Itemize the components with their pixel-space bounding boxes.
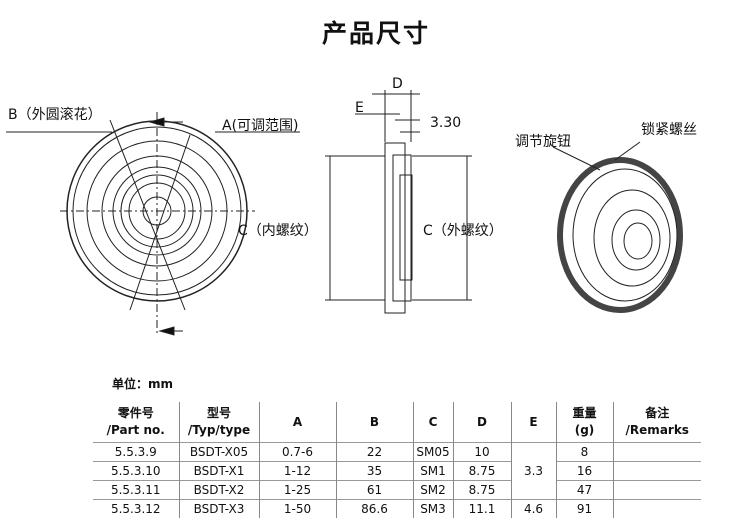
table-cell: 86.6 (335, 499, 413, 518)
table-cell: 8.75 (452, 461, 511, 481)
table-cell (612, 499, 701, 518)
label-b: B（外圆滚花） (8, 107, 102, 123)
header-type: 型号/Typ/type (178, 402, 259, 443)
label-c-inner: C（内螺纹） (238, 223, 318, 239)
table-cell: /Part no. (106, 423, 165, 437)
label-a: A(可调范围) (222, 118, 299, 134)
table-cell: /Typ/type (187, 423, 251, 437)
table-cell: 61 (335, 480, 413, 500)
label-thickness: 3.30 (430, 115, 462, 131)
table-cell: 1-25 (258, 480, 336, 500)
table-cell (612, 442, 701, 462)
dimension-drawing (6, 90, 683, 336)
table-cell: (g) (574, 423, 595, 437)
table-cell: BSDT-X1 (178, 461, 259, 481)
table-cell: 5.5.3.10 (93, 461, 179, 481)
header-a: A (258, 402, 336, 443)
table-cell: 重量 (572, 406, 597, 420)
table-cell: SM1 (412, 461, 453, 481)
table-cell: 备注 (645, 406, 670, 420)
table-cell: 22 (335, 442, 413, 462)
table-cell: BSDT-X05 (178, 442, 259, 462)
perspective-view (552, 141, 683, 313)
table-cell: 35 (335, 461, 413, 481)
table-cell: 1-12 (258, 461, 336, 481)
table-cell: 91 (555, 499, 613, 518)
header-c: C (412, 402, 453, 443)
table-cell: 1-50 (258, 499, 336, 518)
table-cell: SM05 (412, 442, 453, 462)
spec-table: 零件号/Part no. 型号/Typ/type A B C D E 重量 (g)… (93, 402, 701, 518)
label-e: E (355, 100, 364, 116)
table-cell: 11.1 (452, 499, 511, 518)
header-remarks: 备注/Remarks (612, 402, 701, 443)
table-cell: 8.75 (452, 480, 511, 500)
table-cell (612, 480, 701, 500)
table-cell: 型号 (206, 406, 231, 420)
header-weight: 重量 (g) (555, 402, 613, 443)
label-c-outer: C（外螺纹） (423, 223, 503, 239)
table-cell: 5.5.3.12 (93, 499, 179, 518)
header-b: B (335, 402, 413, 443)
table-cell: 5.5.3.11 (93, 480, 179, 500)
label-knob: 调节旋钮 (515, 134, 571, 150)
table-cell: 4.6 (510, 499, 556, 518)
table-cell: 8 (555, 442, 613, 462)
table-cell: 10 (452, 442, 511, 462)
table-cell: 0.7-6 (258, 442, 336, 462)
table-cell (612, 461, 701, 481)
front-view (6, 112, 300, 336)
page-title: 产品尺寸 (321, 19, 430, 48)
label-d: D (392, 76, 403, 92)
e-merged-cell: 3.3 (510, 442, 556, 500)
table-cell: 16 (555, 461, 613, 481)
label-lock-screw: 锁紧螺丝 (641, 122, 697, 138)
header-d: D (452, 402, 511, 443)
table-cell: 零件号 (117, 406, 154, 420)
side-view (325, 90, 472, 314)
table-header: 零件号/Part no. 型号/Typ/type A B C D E 重量 (g)… (93, 402, 701, 443)
table-cell: /Remarks (625, 423, 689, 437)
table-cell: 5.5.3.9 (93, 442, 179, 462)
table-cell: SM3 (412, 499, 453, 518)
header-part-no: 零件号/Part no. (93, 402, 179, 443)
table-cell: SM2 (412, 480, 453, 500)
header-e: E (510, 402, 556, 443)
table-cell: BSDT-X3 (178, 499, 259, 518)
table-cell: BSDT-X2 (178, 480, 259, 500)
unit-label: 单位：mm (112, 377, 174, 391)
table-cell: 47 (555, 480, 613, 500)
